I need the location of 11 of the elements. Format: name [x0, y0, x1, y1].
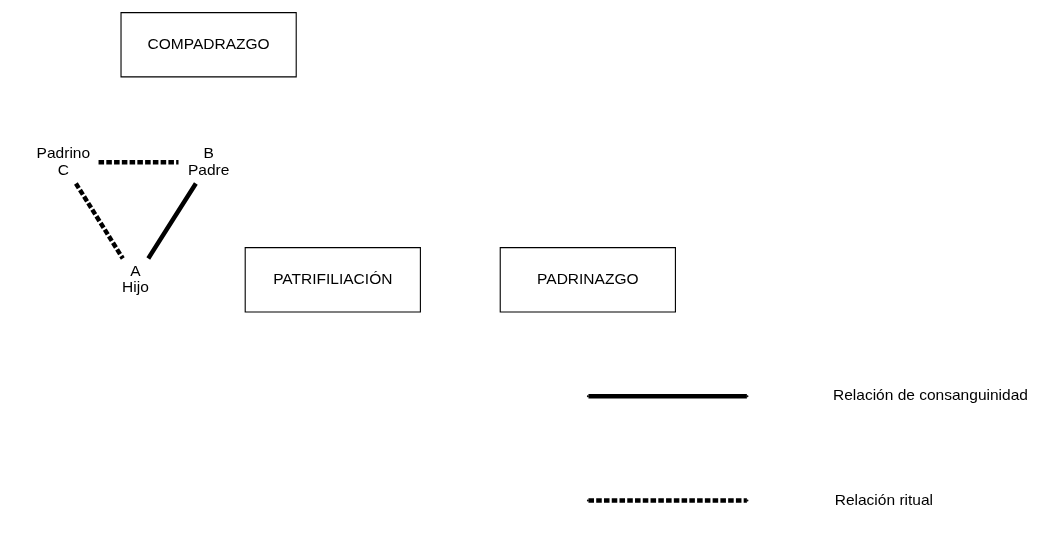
connector [74, 182, 125, 260]
node-box: COMPADRAZGO [120, 12, 297, 78]
legend-label: Relación ritual [834, 490, 934, 508]
connector [146, 182, 198, 260]
node-text: B Padre [187, 144, 230, 178]
node-box: PADRINAZGO [499, 247, 676, 313]
node-box: PATRIFILIACIÓN [244, 247, 421, 313]
legend-label: Relación de consanguinidad [832, 386, 1028, 404]
node-text: Padrino C [36, 144, 91, 178]
connector [98, 160, 179, 165]
node-text: A Hijo [122, 261, 149, 296]
